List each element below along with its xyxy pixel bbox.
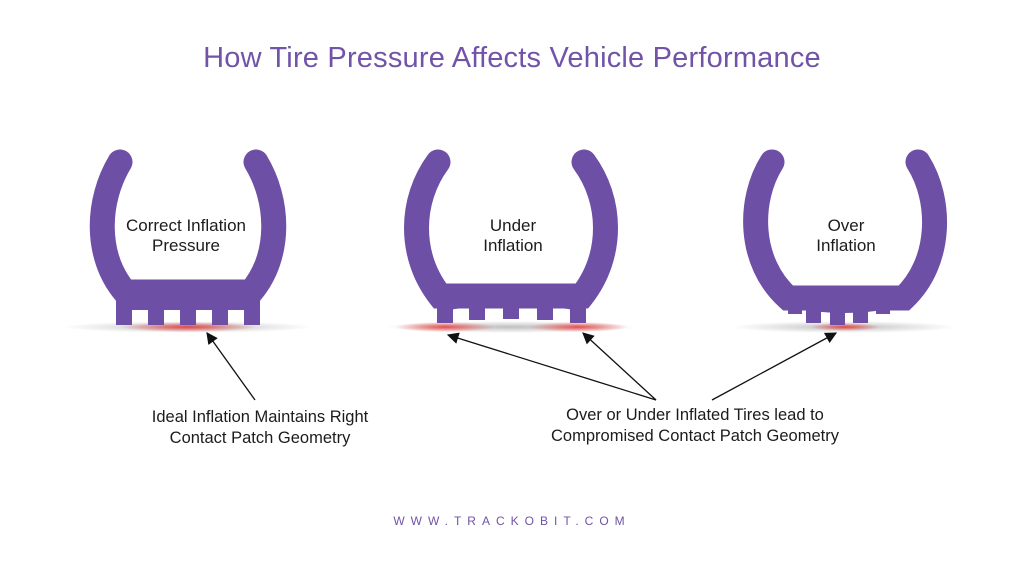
arrow-over-contact	[711, 332, 838, 401]
tire-label-line1: Correct Inflation	[126, 216, 246, 235]
tire-under-inflation: Under Inflation	[386, 149, 636, 333]
tread-blocks	[437, 301, 586, 323]
arrow-under-right	[582, 332, 657, 401]
website-footer: WWW.TRACKOBIT.COM	[393, 514, 631, 528]
caption-ideal-inflation: Ideal Inflation Maintains Right Contact …	[110, 407, 410, 449]
tire-label-line2: Inflation	[816, 236, 876, 255]
tread-blocks	[788, 300, 890, 325]
caption-line2: Contact Patch Geometry	[169, 429, 351, 447]
diagram-title: How Tire Pressure Affects Vehicle Perfor…	[203, 42, 821, 74]
tire-over-inflation: Over Inflation	[732, 149, 956, 333]
tread-blocks	[116, 308, 260, 325]
tire-correct-inflation: Correct Inflation Pressure	[63, 149, 313, 333]
arrow-ideal-contact	[206, 332, 256, 401]
tire-tread-base	[116, 292, 260, 310]
caption-line1: Ideal Inflation Maintains Right	[151, 408, 369, 426]
contact-patch-highlight-left	[395, 322, 495, 332]
caption-improper-inflation: Over or Under Inflated Tires lead to Com…	[515, 405, 875, 447]
contact-patch-highlight-right	[528, 322, 628, 332]
tire-label-line2: Inflation	[483, 236, 543, 255]
arrow-under-left	[446, 332, 657, 401]
tire-wall	[743, 149, 948, 311]
tire-label-line2: Pressure	[152, 236, 220, 255]
caption-line1: Over or Under Inflated Tires lead to	[566, 406, 824, 424]
caption-line2: Compromised Contact Patch Geometry	[551, 427, 839, 445]
tire-label-line1: Over	[828, 216, 865, 235]
tire-label-line1: Under	[490, 216, 537, 235]
contact-patch-highlight	[810, 323, 880, 331]
